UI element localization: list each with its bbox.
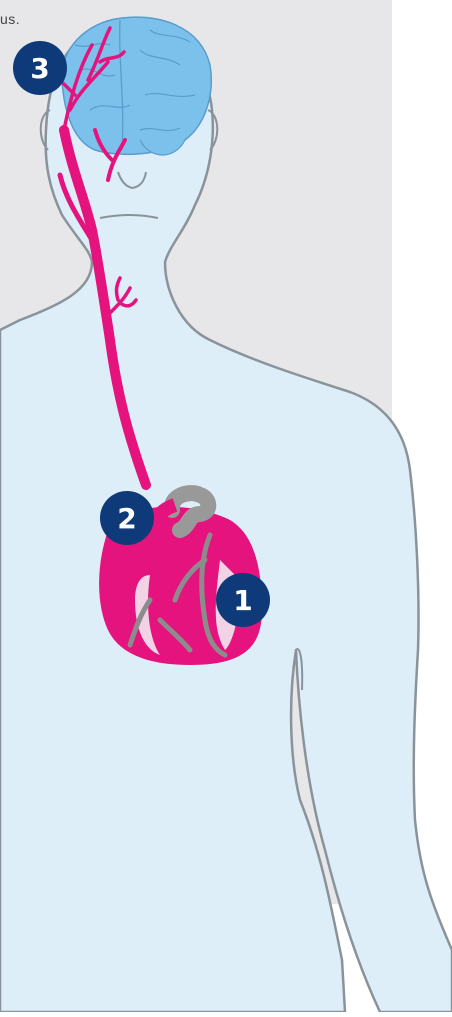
marker-1: 1 <box>216 573 270 627</box>
marker-3: 3 <box>13 41 67 95</box>
marker-2-label: 2 <box>117 502 136 535</box>
marker-3-label: 3 <box>30 52 49 85</box>
marker-2: 2 <box>100 491 154 545</box>
caption-text: us. <box>0 11 20 27</box>
marker-1-label: 1 <box>233 584 252 617</box>
